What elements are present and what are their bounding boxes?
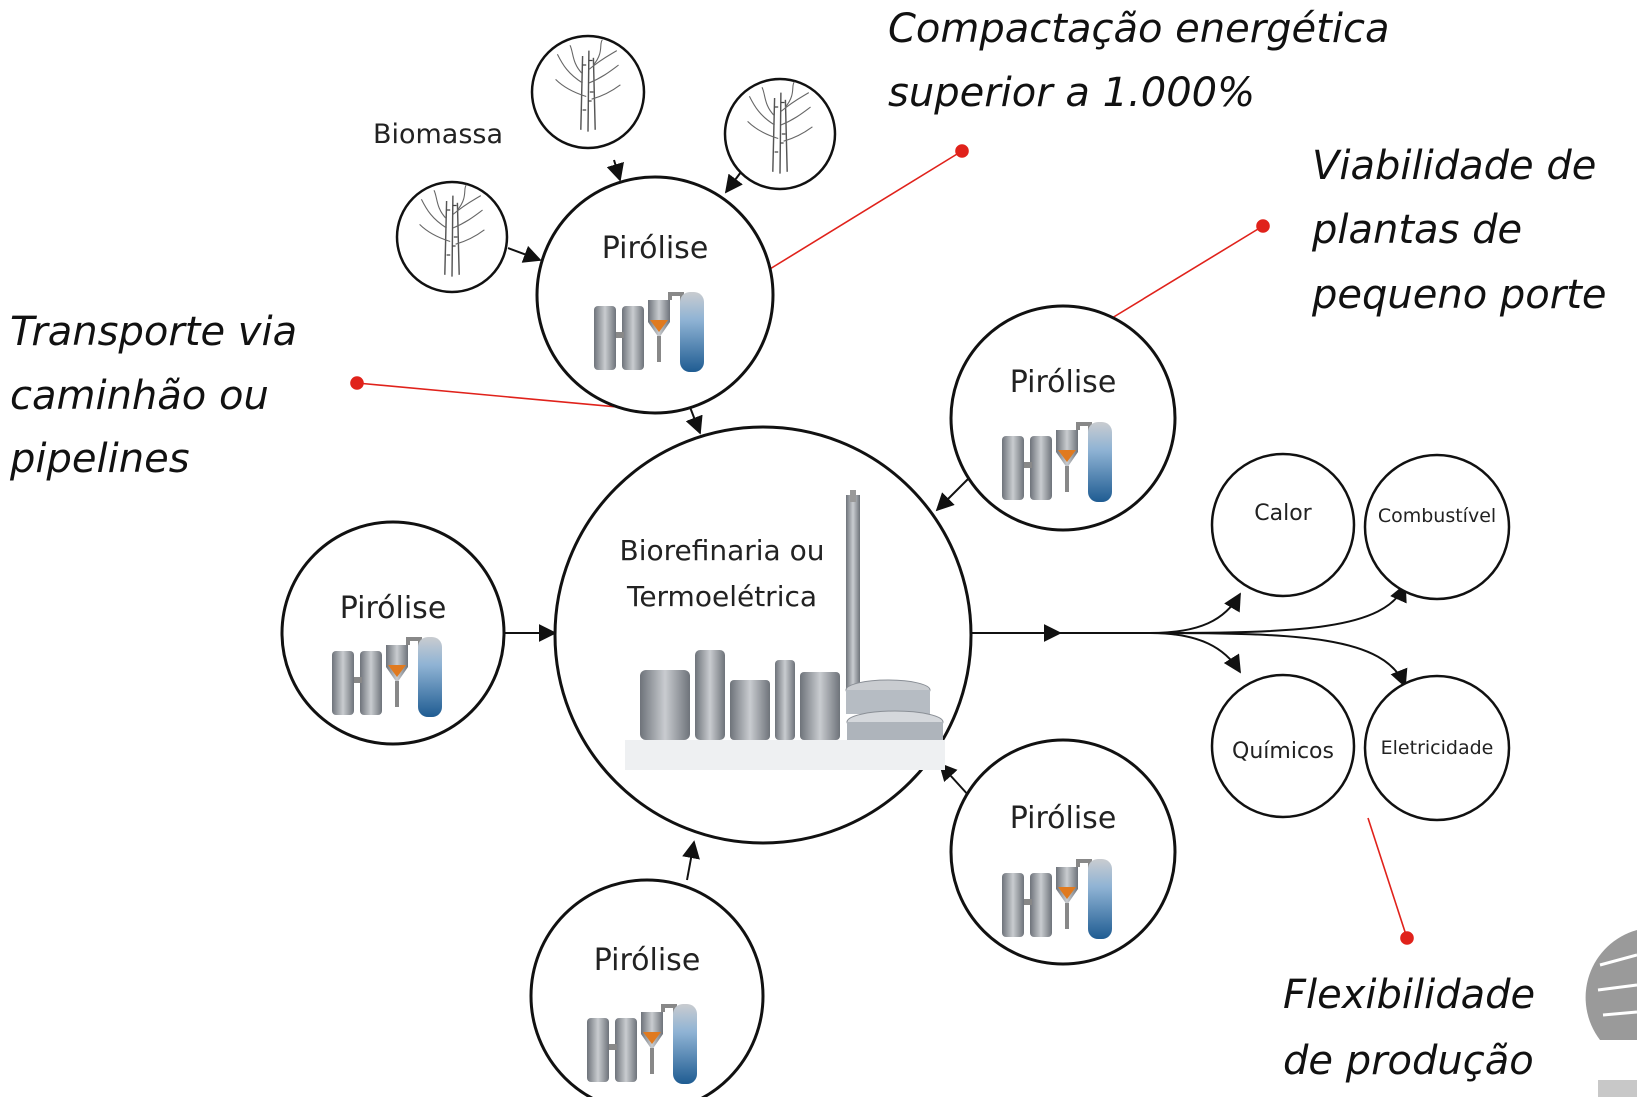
product-calor-label: Calor <box>1254 501 1312 526</box>
biomassa-label: Biomassa <box>373 119 503 150</box>
product-quimicos: Químicos <box>1210 673 1356 819</box>
biomass-circle-right <box>723 77 837 191</box>
product-combustivel-label: Combustível <box>1378 505 1496 527</box>
biomass-circle-top <box>530 34 646 150</box>
product-eletricidade-label: Eletricidade <box>1381 737 1494 759</box>
biorefinery-title-line2: Termoelétrica <box>626 580 817 613</box>
annotation-leaders <box>350 144 1414 945</box>
refinery-plant-icon <box>625 490 945 770</box>
biomass-circle-left <box>395 180 509 294</box>
product-eletricidade: Eletricidade <box>1363 674 1511 822</box>
annotation-viabilidade-line2: plantas de <box>1311 207 1522 253</box>
biorefinery-circle: Biorefinaria ou Termoelétrica <box>553 425 973 845</box>
annotation-viabilidade: Viabilidade de plantas de pequeno porte <box>1311 143 1607 318</box>
biorefinery-title-line1: Biorefinaria ou <box>619 534 824 567</box>
product-combustivel: Combustível <box>1363 453 1511 601</box>
flow-arrows <box>502 159 1408 881</box>
university-logo <box>1585 930 1637 1097</box>
pyrolysis-bottom: Pirólise <box>529 878 765 1097</box>
pyrolysis-upper-right: Pirólise <box>949 304 1177 532</box>
annotation-viabilidade-line3: pequeno porte <box>1311 272 1607 318</box>
annotation-compactacao-line1: Compactação energética <box>888 6 1389 52</box>
pyrolysis-lower-right: Pirólise <box>949 738 1177 966</box>
annotation-flexibilidade: Flexibilidade de produção <box>1283 972 1535 1084</box>
pyrolysis-label: Pirólise <box>1010 365 1117 400</box>
annotation-compactacao-line2: superior a 1.000% <box>888 70 1255 116</box>
pyrolysis-label: Pirólise <box>594 943 701 978</box>
pyrolysis-label: Pirólise <box>602 231 709 266</box>
annotation-transporte-line1: Transporte via <box>10 309 297 355</box>
annotation-transporte-line2: caminhão ou <box>10 373 269 419</box>
product-quimicos-label: Químicos <box>1232 739 1334 764</box>
pyrolysis-label: Pirólise <box>1010 801 1117 836</box>
pyrolysis-label: Pirólise <box>340 591 447 626</box>
annotation-compactacao: Compactação energética superior a 1.000% <box>888 6 1389 116</box>
product-calor: Calor <box>1210 452 1356 598</box>
annotation-transporte-line3: pipelines <box>9 436 190 482</box>
annotation-transporte: Transporte via caminhão ou pipelines <box>9 309 297 482</box>
annotation-flexibilidade-line1: Flexibilidade <box>1283 972 1535 1018</box>
pyrolysis-top: Pirólise <box>535 175 775 415</box>
pyrolysis-left: Pirólise <box>280 520 506 746</box>
annotation-flexibilidade-line2: de produção <box>1283 1038 1534 1084</box>
annotation-viabilidade-line1: Viabilidade de <box>1312 143 1596 189</box>
